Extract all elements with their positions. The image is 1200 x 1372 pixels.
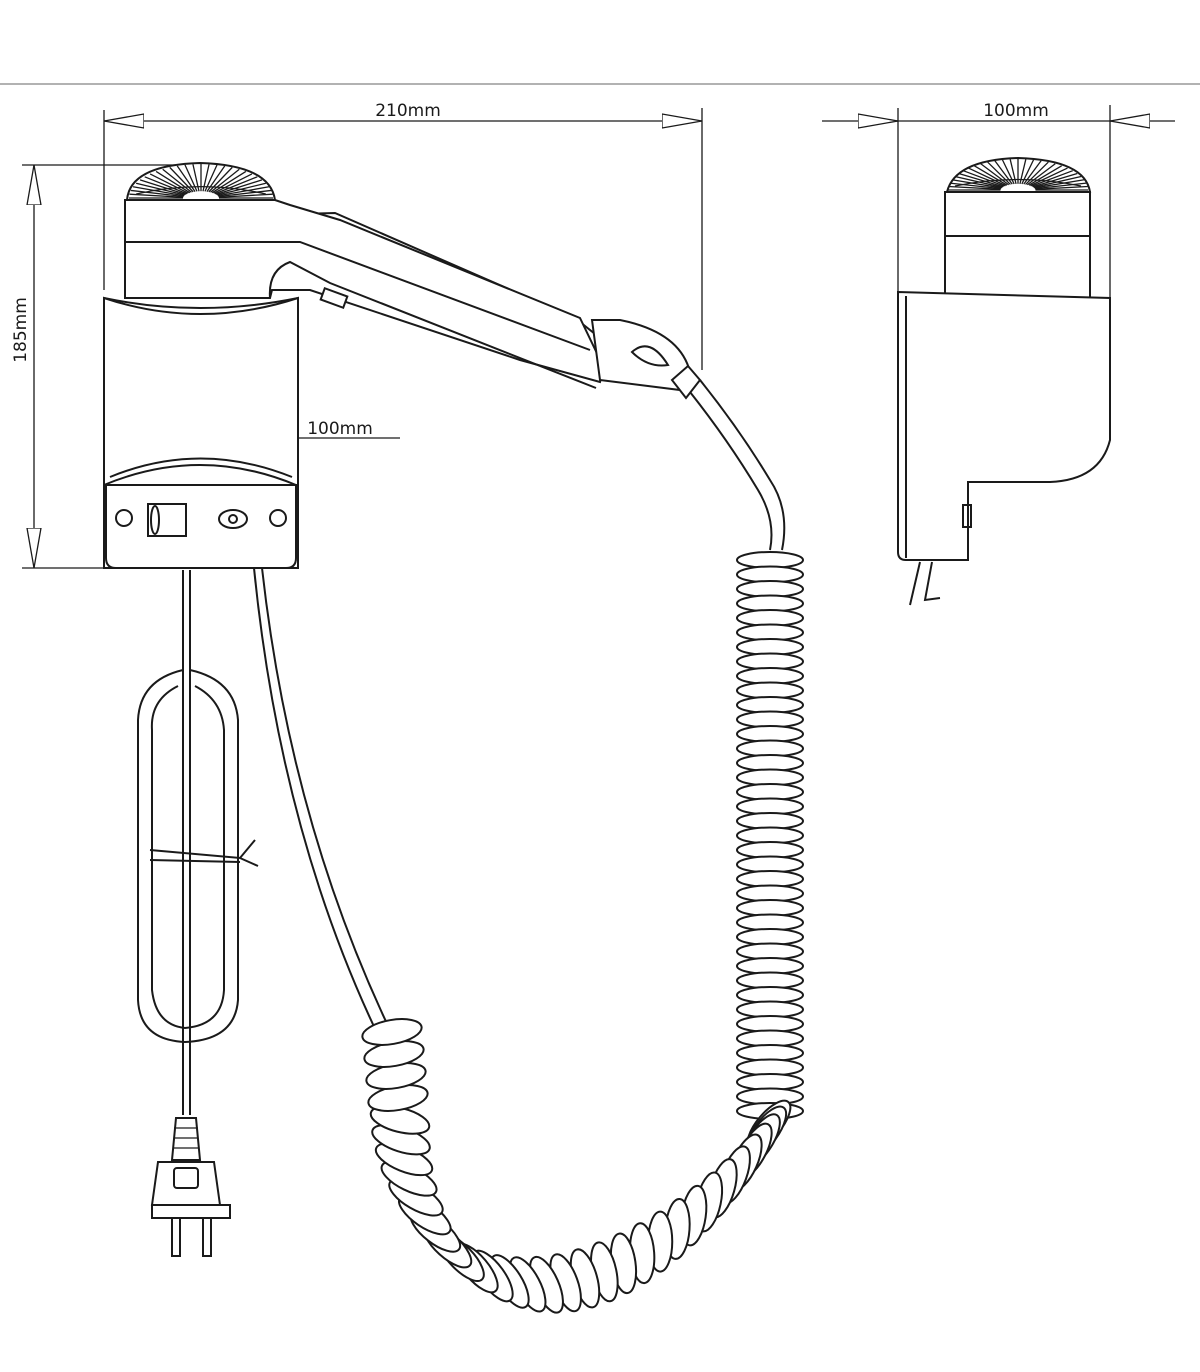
grille-spoke [958, 172, 1004, 188]
grille-spoke [980, 163, 1010, 186]
grille-spoke [129, 193, 184, 198]
dimension-label-height: 185mm [11, 297, 31, 363]
dryer-side-view: 100mm [822, 101, 1175, 606]
grille-spoke [132, 186, 185, 197]
screw-right [269, 509, 287, 527]
grille-spoke [144, 176, 188, 195]
wall-base-plate [105, 484, 297, 569]
grille-spoke [214, 176, 258, 195]
trigger [319, 286, 349, 310]
grille-ring [954, 178, 1082, 187]
dimension-label-width: 210mm [375, 101, 441, 121]
plug-pin-left [171, 1217, 181, 1257]
grille-spoke [213, 173, 253, 194]
coil-loop [361, 1018, 423, 1046]
grille-spoke [162, 168, 192, 193]
grille-spoke [216, 179, 263, 196]
grille-spoke [963, 170, 1005, 187]
dimension-label-holder: 100mm [307, 419, 373, 439]
indicator-light [218, 509, 248, 529]
grille-spoke [1025, 161, 1049, 185]
grille-spoke [218, 189, 272, 198]
grille-spoke [139, 179, 186, 196]
grille-spoke [1034, 182, 1087, 190]
spiral-cord [253, 379, 804, 1314]
grille-spoke [211, 170, 247, 194]
grille-spoke [1031, 170, 1073, 187]
side-dryer-body [944, 191, 1091, 299]
grille-spoke [217, 186, 270, 197]
power-switch [147, 503, 187, 537]
grille-spoke [218, 193, 273, 198]
dryer-front-view [103, 161, 702, 569]
grille-spoke [1035, 185, 1088, 190]
grille-spoke [948, 185, 1001, 190]
grille-spoke [1026, 163, 1056, 186]
grille-spoke [169, 166, 194, 193]
grille-spoke [130, 189, 184, 198]
grille-spoke [949, 182, 1002, 190]
plug-strain-relief [170, 1117, 202, 1161]
grille-ring [136, 186, 266, 195]
grille-spoke [987, 161, 1011, 185]
grille-spoke [951, 179, 1002, 189]
grille-spoke [1028, 165, 1062, 186]
grille-spoke [155, 170, 191, 194]
grille-spoke [210, 168, 240, 193]
grille-spoke [208, 166, 233, 193]
side-holder [897, 290, 1111, 561]
grille-spoke [1034, 179, 1085, 189]
plug-pin-right [202, 1217, 212, 1257]
grille-spoke [149, 173, 189, 194]
grille-spoke [1030, 167, 1068, 187]
power-cord [137, 570, 259, 1257]
grille-spoke [968, 167, 1006, 187]
grille-spoke [974, 165, 1008, 186]
dimension-label-side: 100mm [983, 101, 1049, 121]
grille-spoke [1032, 172, 1078, 188]
dimension-210: 210mm [103, 101, 703, 370]
screw-left [115, 509, 133, 527]
